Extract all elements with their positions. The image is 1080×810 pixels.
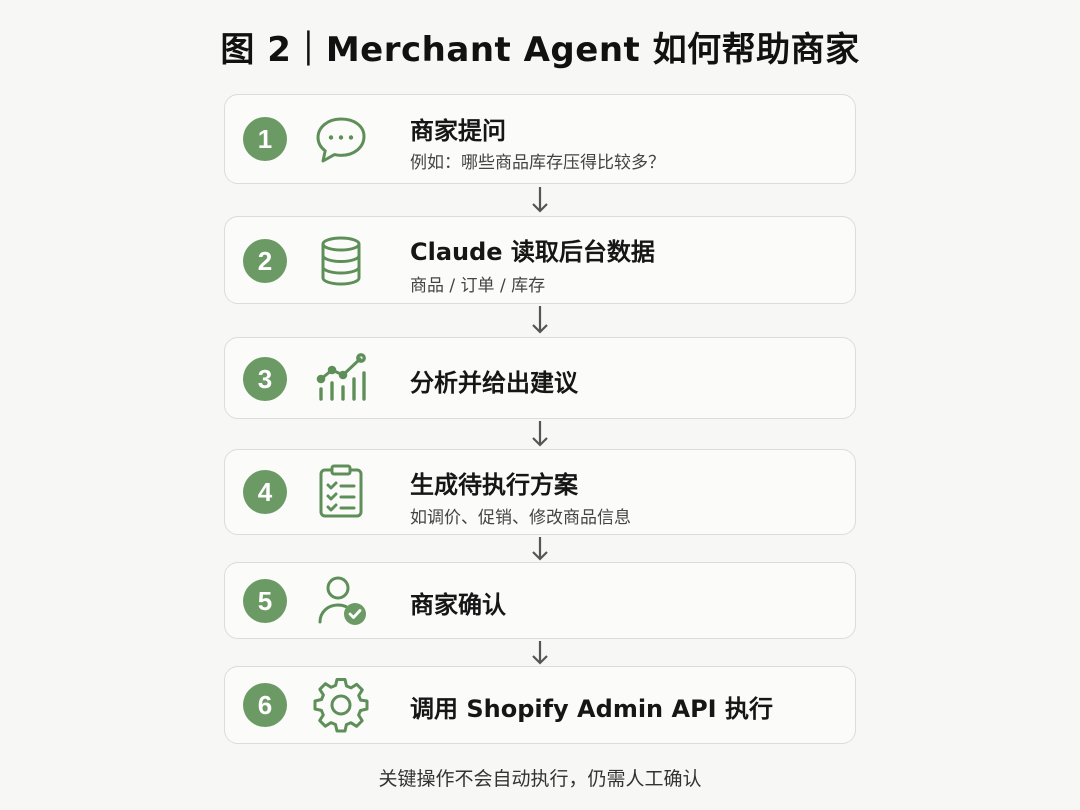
user-check-icon — [313, 572, 369, 628]
step-subtitle: 如调价、促销、修改商品信息 — [410, 508, 631, 528]
gear-icon — [313, 677, 369, 733]
step-card-5: 5 商家确认 — [224, 562, 856, 639]
step-number-badge: 3 — [243, 357, 287, 401]
step-number-badge: 1 — [243, 117, 287, 161]
step-number-badge: 4 — [243, 470, 287, 514]
step-number-badge: 6 — [243, 683, 287, 727]
step-subtitle: 商品 / 订单 / 库存 — [410, 276, 546, 296]
chat-bubble-icon — [313, 112, 369, 168]
step-title: 商家确认 — [410, 591, 506, 619]
flow-arrow — [529, 536, 551, 562]
step-title: 生成待执行方案 — [410, 471, 578, 499]
diagram-title: 图 2｜Merchant Agent 如何帮助商家 — [220, 30, 860, 70]
step-card-3: 3 分析并给出建议 — [224, 337, 856, 419]
flow-arrow — [529, 186, 551, 214]
flow-arrow — [529, 305, 551, 335]
footer-note: 关键操作不会自动执行，仍需人工确认 — [378, 768, 702, 790]
clipboard-checklist-icon — [313, 463, 369, 519]
step-number-badge: 5 — [243, 579, 287, 623]
step-card-1: 1 商家提问 例如：哪些商品库存压得比较多？ — [224, 94, 856, 184]
step-card-6: 6 调用 Shopify Admin API 执行 — [224, 666, 856, 744]
step-title: Claude 读取后台数据 — [410, 238, 655, 266]
flow-arrow — [529, 640, 551, 666]
step-card-2: 2 Claude 读取后台数据 商品 / 订单 / 库存 — [224, 216, 856, 304]
growth-chart-icon — [313, 351, 369, 407]
step-number-badge: 2 — [243, 239, 287, 283]
step-title: 分析并给出建议 — [410, 369, 578, 397]
step-title: 调用 Shopify Admin API 执行 — [410, 695, 773, 723]
database-icon — [313, 233, 369, 289]
step-card-4: 4 生成待执行方案 如调价、促销、修改商品信息 — [224, 449, 856, 535]
flow-arrow — [529, 420, 551, 448]
step-subtitle: 例如：哪些商品库存压得比较多？ — [410, 153, 665, 173]
step-title: 商家提问 — [410, 117, 506, 145]
